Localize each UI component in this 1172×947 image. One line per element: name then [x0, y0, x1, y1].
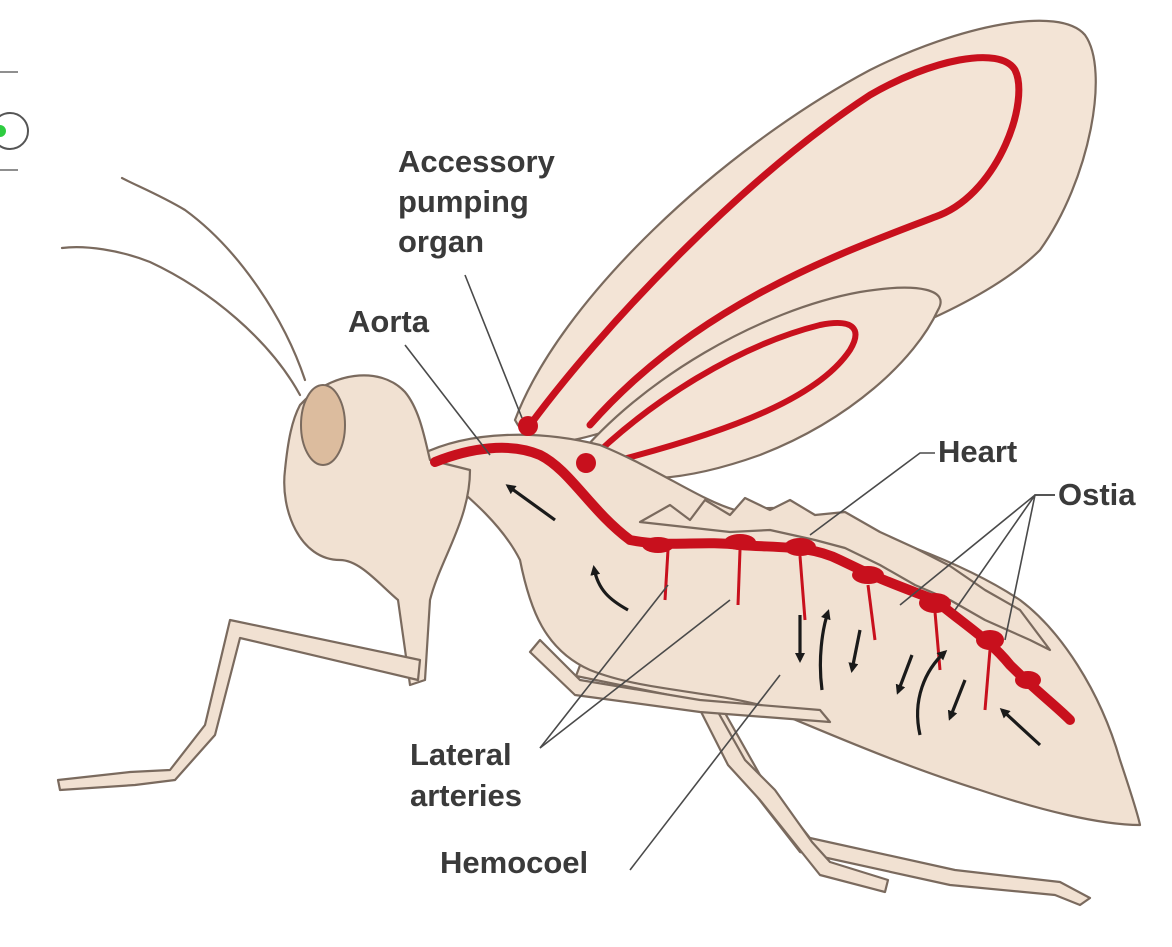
- accessory-pump-2: [576, 453, 596, 473]
- label-lateral-line2: arteries: [410, 778, 522, 813]
- label-accessory-line1: Accessory: [398, 144, 556, 179]
- label-accessory-line2: pumping: [398, 184, 529, 219]
- label-hemocoel: Hemocoel: [440, 845, 588, 880]
- accessory-pump-1: [518, 416, 538, 436]
- label-aorta: Aorta: [348, 304, 430, 339]
- label-lateral-line1: Lateral: [410, 737, 512, 772]
- cropped-edge-icon: [0, 72, 28, 170]
- compound-eye: [301, 385, 345, 465]
- insect-body: [420, 435, 1140, 825]
- label-heart: Heart: [938, 434, 1017, 469]
- label-ostia: Ostia: [1058, 477, 1136, 512]
- antennae: [62, 178, 305, 395]
- label-accessory-line3: organ: [398, 224, 484, 259]
